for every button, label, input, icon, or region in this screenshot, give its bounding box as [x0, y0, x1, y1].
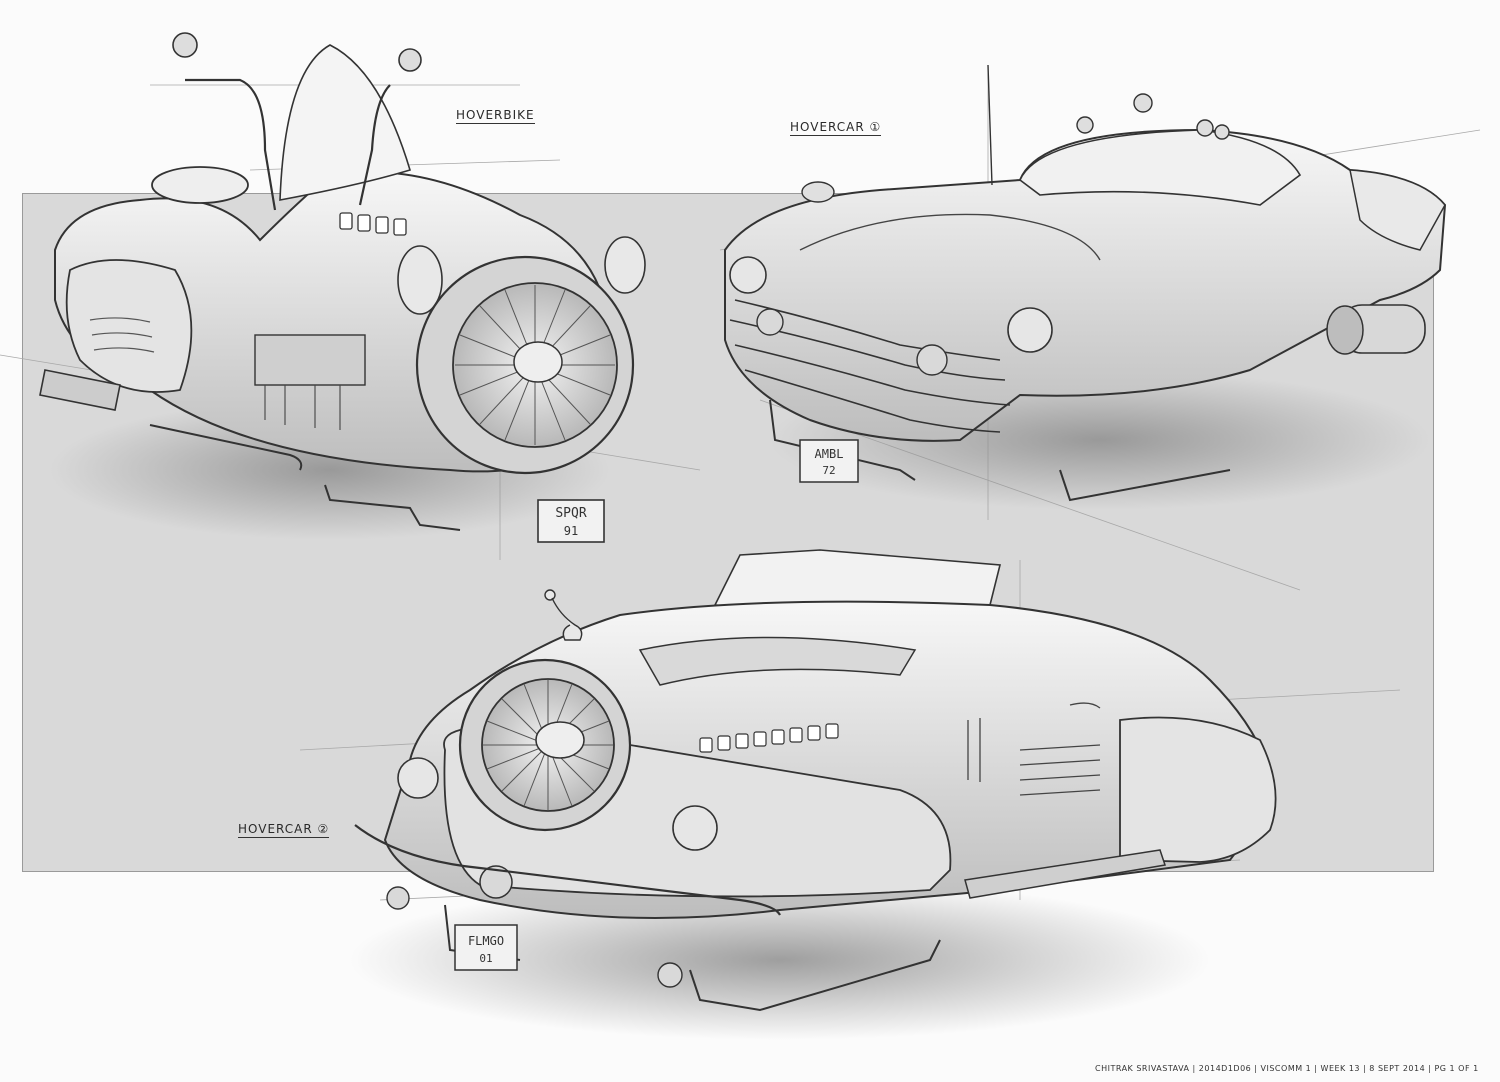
- hovercar-2-fan-cone: [535, 721, 585, 759]
- hovercar-1-plate-line1: AMBL: [815, 447, 844, 461]
- hoverbike-seat: [151, 166, 249, 204]
- hovercar-1-label: HOVERCAR ①: [790, 120, 882, 136]
- engine-pipes: [264, 385, 341, 430]
- hovercar-2-sketch: FLMGO 01: [350, 549, 1277, 1040]
- hovercar-1-thruster-nozzle-icon: [1326, 305, 1364, 355]
- hovercar-1-left-headlight: [729, 256, 767, 294]
- hovercar-2-license-plate: FLMGO 01: [454, 924, 518, 971]
- hovercar-2-lower-lamp: [657, 962, 683, 988]
- hovercar-2-side-vents: [699, 723, 839, 753]
- hovercar-1-plate-line2: 72: [822, 464, 835, 477]
- hovercar-1-hood-line: [799, 213, 1101, 261]
- hovercar-2-front-bumper: [354, 824, 781, 916]
- hovercar-1-license-plate: AMBL 72: [799, 439, 859, 483]
- hoverbike-label: HOVERBIKE: [456, 108, 535, 124]
- hovercar-2-shadow: [350, 880, 1210, 1040]
- hovercar-2-running-board: [964, 849, 1166, 899]
- hovercar-1-right-headlight: [1007, 307, 1053, 353]
- hovercar-1-roof-lights: [1076, 93, 1230, 140]
- rear-pod-vents: [89, 317, 155, 353]
- hoverbike-skids: [149, 424, 461, 531]
- title-block-footer: CHITRAK SRIVASTAVA | 2014D1D06 | VISCOMM…: [1095, 1064, 1479, 1073]
- hovercar-1-spotlight-icon: [801, 181, 835, 203]
- hovercar-2-corner-lamp: [386, 886, 410, 910]
- hovercar-1-windshield: [1019, 129, 1302, 206]
- hoverbike-plate-line1: SPQR: [555, 506, 586, 521]
- hoverbike-fan-cone: [513, 341, 563, 383]
- hovercar-2-fog-lamp: [479, 865, 513, 899]
- hoverbike-handlebars: [185, 78, 391, 211]
- hovercar-1-tail-fin: [1349, 169, 1446, 251]
- hoverbike-front-lamp: [604, 236, 646, 294]
- hovercar-1-fog-lamp-right: [916, 344, 948, 376]
- hovercar-2-door-details: [967, 702, 1101, 796]
- hoverbike-windshield: [279, 44, 411, 201]
- hovercar-2-left-headlight: [397, 757, 439, 799]
- hovercar-2-plate-line1: FLMGO: [468, 934, 504, 948]
- hovercar-1-antenna: [987, 64, 993, 186]
- hoverbike-engine-block: [254, 334, 366, 386]
- hovercar-2-label: HOVERCAR ②: [238, 822, 330, 838]
- hovercar-2-hood-scoop: [638, 636, 917, 686]
- hovercar-2-rear-fender: [1119, 716, 1277, 863]
- hoverbike-side-lamp: [397, 245, 443, 315]
- flamingo-ornament-icon: [544, 589, 583, 641]
- hoverbike-vent-slots: [339, 212, 407, 236]
- hoverbike-exhaust: [39, 369, 121, 411]
- hoverbike-license-plate: SPQR 91: [537, 499, 605, 543]
- hoverbike-plate-line2: 91: [564, 524, 578, 538]
- hovercar-1-sketch: AMBL 72: [724, 64, 1447, 510]
- hovercar-2-plate-line2: 01: [479, 952, 492, 965]
- hovercar-1-fog-lamp-left: [756, 308, 784, 336]
- hovercar-2-right-headlight: [672, 805, 718, 851]
- hoverbike-sketch: SPQR 91: [39, 32, 646, 543]
- hoverbike-rear-pod: [65, 259, 193, 393]
- left-mirror-icon: [172, 32, 198, 58]
- right-mirror-icon: [398, 48, 422, 72]
